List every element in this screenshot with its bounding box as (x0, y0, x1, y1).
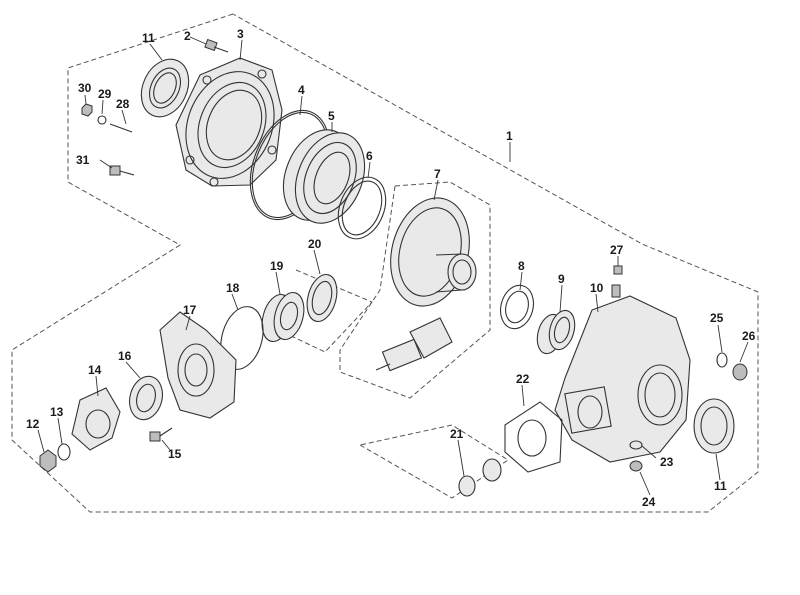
part-16-seal (128, 375, 164, 421)
callout-1: 1 (506, 129, 513, 143)
part-14-flange (71, 387, 121, 451)
part-22-gasket (504, 401, 563, 473)
callout-20: 20 (308, 237, 322, 251)
callout-6: 6 (366, 149, 373, 163)
callout-18: 18 (226, 281, 240, 295)
part-27-breather (613, 265, 623, 275)
part-23-washer (629, 440, 643, 450)
callout-21: 21 (450, 427, 464, 441)
callout-13: 13 (50, 405, 64, 419)
callout-7: 7 (434, 167, 441, 181)
callout-12: 12 (26, 417, 40, 431)
part-15-bolt (149, 427, 173, 442)
callout-11-upper: 11 (142, 31, 155, 45)
pinion-gear (375, 317, 453, 372)
part-10-main-case (554, 284, 691, 463)
part-19-bearing (261, 291, 305, 343)
callout-29: 29 (98, 87, 112, 101)
callout-5: 5 (328, 109, 335, 123)
callout-16: 16 (118, 349, 132, 363)
part-12-nut (39, 449, 57, 473)
part-7-ring-gear (390, 197, 477, 307)
part-8-gasket (499, 284, 535, 330)
callout-8: 8 (518, 259, 525, 273)
callout-17: 17 (183, 303, 197, 317)
part-11-upper-seal (140, 58, 190, 118)
part-6-shim (337, 176, 387, 240)
part-30-nut (81, 103, 93, 117)
callout-3: 3 (237, 27, 244, 41)
part-26-plug (732, 363, 748, 381)
part-25-washer (716, 352, 728, 368)
leader-lines (37, 36, 749, 496)
callout-24: 24 (642, 495, 656, 509)
callout-15: 15 (168, 447, 182, 461)
part-11-lower-seal (693, 398, 735, 454)
part-17-housing (159, 311, 237, 419)
callout-22: 22 (516, 372, 530, 386)
callout-19: 19 (270, 259, 284, 273)
callout-4: 4 (298, 83, 305, 97)
callout-11-lower: 11 (714, 479, 727, 493)
callout-25: 25 (710, 311, 724, 325)
part-29-washer (97, 115, 107, 125)
callout-27: 27 (610, 243, 624, 257)
part-2-bolt (204, 38, 229, 53)
callout-14: 14 (88, 363, 102, 377)
part-24-plug (629, 460, 643, 472)
callout-23: 23 (660, 455, 674, 469)
callout-2: 2 (184, 29, 191, 43)
callout-10: 10 (590, 281, 604, 295)
part-20-gear-ring (306, 273, 338, 323)
callout-31: 31 (76, 153, 90, 167)
part-31-bolt (109, 165, 135, 176)
callout-9: 9 (558, 272, 565, 286)
part-9-needle-bearing (536, 309, 576, 355)
part-13-washer (57, 443, 71, 461)
callout-labels: 1 2 3 4 5 6 7 8 9 10 11 11 12 13 14 15 1… (26, 27, 756, 509)
part-21-bearings (458, 458, 502, 497)
callout-28: 28 (116, 97, 130, 111)
part-5-bearing (282, 129, 366, 224)
callout-30: 30 (78, 81, 92, 95)
part-28-stud (109, 123, 133, 133)
callout-26: 26 (742, 329, 756, 343)
